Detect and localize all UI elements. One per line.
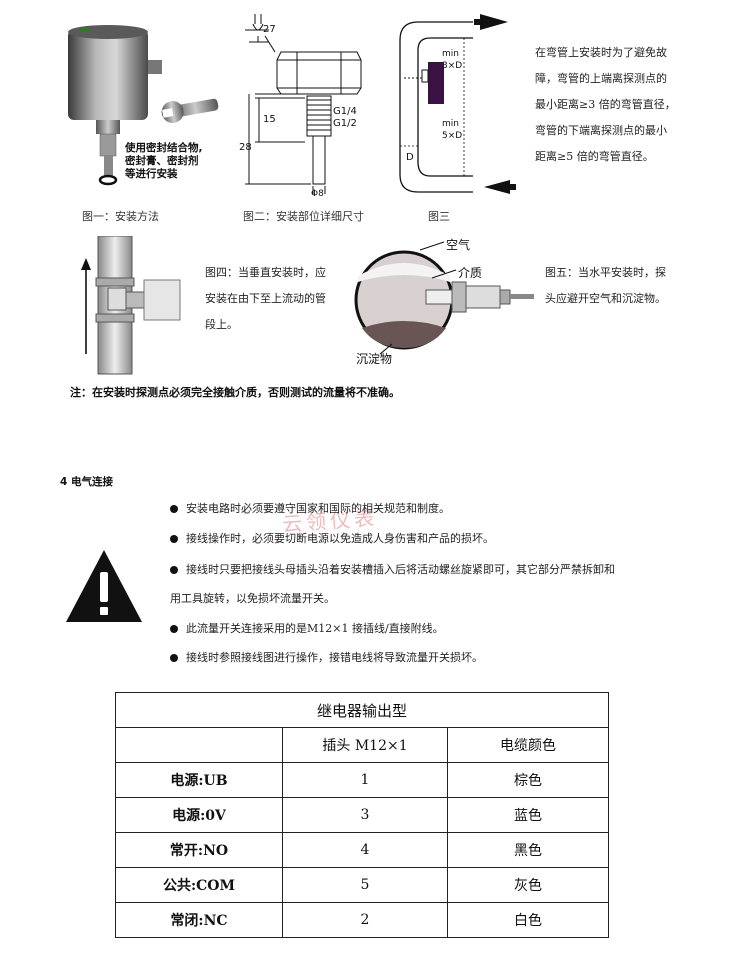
- fig2-caption: 图二：安装部位详细尺寸: [243, 210, 364, 223]
- fig5-text-line-1: 图五：当水平安装时，探: [545, 266, 666, 279]
- fig2-dim-wrench: 27: [263, 24, 276, 35]
- bullet-item-1: 安装电路时必须要遵守国家和国际的相关规范和制度。: [170, 500, 450, 516]
- row-color: 白色: [447, 902, 609, 938]
- row-label: 常开:NO: [115, 832, 283, 868]
- row-pin: 1: [282, 762, 448, 798]
- table-row: 电源:0V 3 蓝色: [115, 797, 609, 833]
- fig3-min-bottom-2: 5×D: [442, 131, 462, 141]
- bullet-text-2: 接线操作时，必须要切断电源以免造成人身伤害和产品的损坏。: [186, 532, 494, 545]
- fig3-min-top-2: 3×D: [442, 61, 462, 71]
- table-header-plug: 插头 M12×1: [282, 727, 448, 763]
- bullet-item-5: 接线时参照接线图进行操作，接错电线将导致流量开关损坏。: [170, 649, 483, 665]
- bullet-item-3-continuation: 用工具旋转，以免损坏流量开关。: [170, 592, 335, 605]
- fig3-caption: 图三: [428, 210, 450, 223]
- fig3-text-line-5: 距离≥5 倍的弯管直径。: [535, 150, 654, 163]
- table-header-empty: [115, 727, 283, 763]
- table-row: 常开:NO 4 黑色: [115, 832, 609, 868]
- bullet-dot: [170, 625, 178, 633]
- warning-icon: [66, 550, 142, 622]
- row-label: 电源:0V: [115, 797, 283, 833]
- row-label: 电源:UB: [115, 762, 283, 798]
- fig4-description: 图四：当垂直安装时，应 安装在由下至上流动的管 段上。: [205, 260, 326, 338]
- bullet-dot: [170, 505, 178, 513]
- bullet-item-3: 接线时只要把接线头母插头沿着安装槽插入后将活动螺丝旋紧即可，其它部分严禁拆卸和: [170, 561, 615, 577]
- bullet-text-3: 接线时只要把接线头母插头沿着安装槽插入后将活动螺丝旋紧即可，其它部分严禁拆卸和: [186, 563, 615, 576]
- fig4-text-line-3: 段上。: [205, 318, 238, 331]
- fig3-bent-pipe-drawing: min 3×D min 5×D D: [398, 14, 516, 194]
- fig2-dimension-drawing: 27 G1/4 G1/2 15 28 Φ8: [239, 14, 362, 199]
- bullet-dot: [170, 654, 178, 662]
- table-row: 电源:UB 1 棕色: [115, 762, 609, 798]
- bullet-item-2: 接线操作时，必须要切断电源以免造成人身伤害和产品的损坏。: [170, 530, 494, 546]
- fig1-caption: 图一：安装方法: [82, 210, 159, 223]
- fig4-text-line-2: 安装在由下至上流动的管: [205, 292, 326, 305]
- row-color: 蓝色: [447, 797, 609, 833]
- row-label: 公共:COM: [115, 867, 283, 903]
- fig3-min-bottom-1: min: [442, 119, 459, 129]
- fig5-pipe-section-drawing: [354, 241, 534, 355]
- fig3-d-label: D: [406, 152, 414, 163]
- fig5-sediment-label: 沉淀物: [356, 352, 393, 366]
- table-row: 常闭:NC 2 白色: [115, 902, 609, 938]
- fig5-air-label: 空气: [446, 238, 471, 252]
- fig3-text-line-3: 最小距离≥3 倍的弯管直径，: [535, 98, 676, 111]
- row-color: 灰色: [447, 867, 609, 903]
- row-pin: 4: [282, 832, 448, 868]
- fig1-note-line-1: 使用密封结合物,: [125, 142, 203, 154]
- bullet-item-4: 此流量开关连接采用的是M12×1 接插线/直接附线。: [170, 620, 444, 636]
- bullet-text-5: 接线时参照接线图进行操作，接错电线将导致流量开关损坏。: [186, 651, 483, 664]
- fig1-note-line-3: 等进行安装: [125, 168, 178, 180]
- fig3-text-line-1: 在弯管上安装时为了避免故: [535, 46, 667, 59]
- table-header-cable-color: 电缆颜色: [447, 727, 609, 763]
- bullet-dot: [170, 535, 178, 543]
- row-label: 常闭:NC: [115, 902, 283, 938]
- install-note: 注：在安装时探测点必须完全接触介质，否则测试的流量将不准确。: [70, 386, 400, 399]
- row-pin: 2: [282, 902, 448, 938]
- bullet-text-4: 此流量开关连接采用的是M12×1 接插线/直接附线。: [186, 622, 444, 635]
- fig5-medium-label: 介质: [458, 266, 483, 280]
- row-color: 黑色: [447, 832, 609, 868]
- fig3-min-top-1: min: [442, 49, 459, 59]
- fig1-sensor-illustration: [68, 25, 219, 186]
- relay-output-table: 继电器输出型 插头 M12×1 电缆颜色 电源:UB 1 棕色 电源:0V 3 …: [115, 692, 609, 938]
- fig1-sealing-note: 使用密封结合物, 密封膏、密封剂 等进行安装: [125, 142, 203, 181]
- row-color: 棕色: [447, 762, 609, 798]
- fig4-text-line-1: 图四：当垂直安装时，应: [205, 266, 326, 279]
- fig1-note-line-2: 密封膏、密封剂: [125, 155, 199, 167]
- table-row: 公共:COM 5 灰色: [115, 867, 609, 903]
- row-pin: 3: [282, 797, 448, 833]
- fig4-vertical-pipe-drawing: [81, 236, 181, 375]
- fig2-thread-b: G1/2: [333, 118, 357, 129]
- bullet-text-1: 安装电路时必须要遵守国家和国际的相关规范和制度。: [186, 502, 450, 515]
- table-title: 继电器输出型: [115, 692, 609, 728]
- fig5-description: 图五：当水平安装时，探 头应避开空气和沉淀物。: [545, 260, 666, 312]
- fig3-text-line-2: 障，弯管的上端离探测点的: [535, 72, 667, 85]
- fig3-description: 在弯管上安装时为了避免故 障，弯管的上端离探测点的 最小距离≥3 倍的弯管直径，…: [535, 40, 676, 170]
- fig2-dim-h1: 15: [263, 114, 276, 125]
- fig2-thread-a: G1/4: [333, 106, 357, 117]
- bullet-dot: [170, 566, 178, 574]
- fig2-dim-dia: Φ8: [311, 189, 324, 199]
- fig2-dim-h2: 28: [239, 142, 252, 153]
- section-heading: 4 电气连接: [60, 476, 113, 488]
- fig3-text-line-4: 弯管的下端离探测点的最小: [535, 124, 667, 137]
- row-pin: 5: [282, 867, 448, 903]
- fig5-text-line-2: 头应避开空气和沉淀物。: [545, 292, 666, 305]
